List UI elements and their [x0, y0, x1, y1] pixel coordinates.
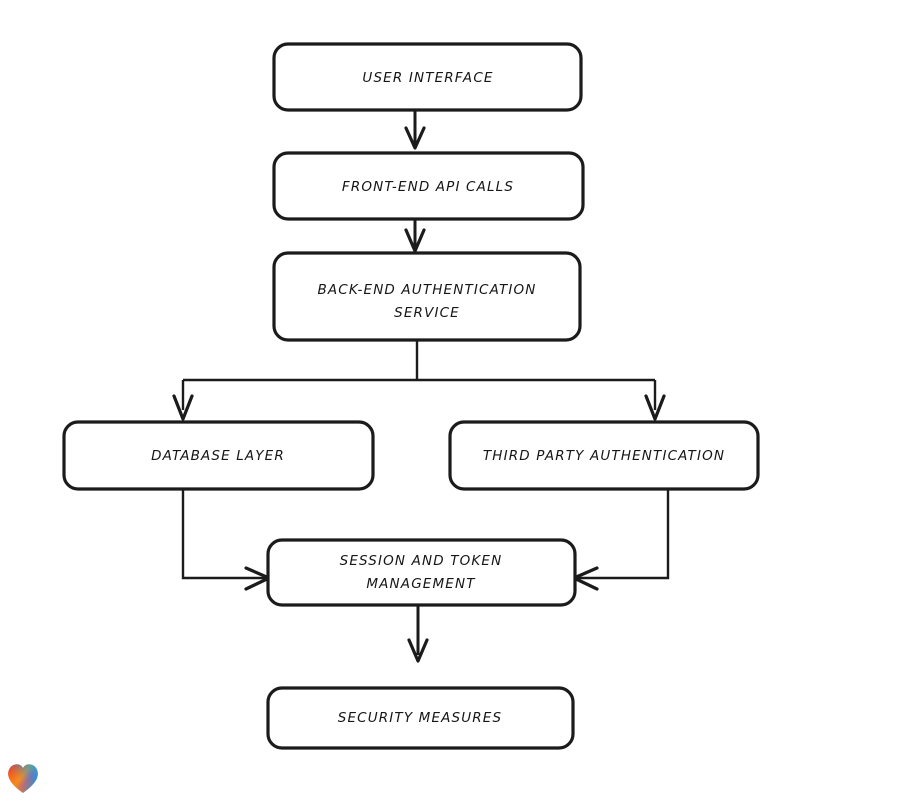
node-session-token-management-shape: [266, 538, 577, 607]
node-back-end-auth-service[interactable]: BACK-END AUTHENTICATION SERVICE: [272, 251, 582, 342]
node-third-party-auth-shape: [448, 420, 760, 491]
node-back-end-auth-service-label-line2: SERVICE: [394, 305, 460, 321]
edge-database-to-session: [181, 489, 271, 591]
edge-thirdparty-to-session: [572, 489, 670, 591]
node-session-token-management[interactable]: SESSION AND TOKEN MANAGEMENT: [266, 538, 577, 607]
node-back-end-auth-service-label-line1: BACK-END AUTHENTICATION: [317, 282, 536, 298]
node-back-end-auth-service-shape: [272, 251, 582, 342]
edge-frontend-to-backend: [404, 219, 426, 253]
node-database-layer[interactable]: DATABASE LAYER: [62, 420, 375, 491]
node-database-layer-label: DATABASE LAYER: [151, 448, 285, 464]
node-front-end-api-calls[interactable]: FRONT-END API CALLS: [272, 151, 585, 221]
node-front-end-api-calls-label: FRONT-END API CALLS: [342, 179, 514, 195]
node-front-end-api-calls-shape: [272, 151, 585, 221]
node-security-measures-shape: [266, 686, 575, 750]
node-session-token-management-label-line1: SESSION AND TOKEN: [340, 553, 503, 569]
node-security-measures-label: SECURITY MEASURES: [338, 710, 502, 726]
node-security-measures[interactable]: SECURITY MEASURES: [266, 686, 575, 750]
node-user-interface-shape: [272, 42, 583, 112]
nodes-layer: USER INTERFACE FRONT-END API CALLS BACK-…: [62, 42, 760, 750]
node-user-interface-label: USER INTERFACE: [362, 70, 493, 86]
edge-session-to-security: [407, 605, 429, 663]
edge-ui-to-frontend: [404, 110, 426, 150]
node-session-token-management-label-line2: MANAGEMENT: [366, 576, 476, 592]
node-third-party-auth-label: THIRD PARTY AUTHENTICATION: [483, 448, 725, 464]
node-third-party-auth[interactable]: THIRD PARTY AUTHENTICATION: [448, 420, 760, 491]
edge-backend-split: [172, 340, 666, 421]
node-user-interface[interactable]: USER INTERFACE: [272, 42, 583, 112]
heart-icon: [8, 764, 38, 793]
node-database-layer-shape: [62, 420, 375, 491]
